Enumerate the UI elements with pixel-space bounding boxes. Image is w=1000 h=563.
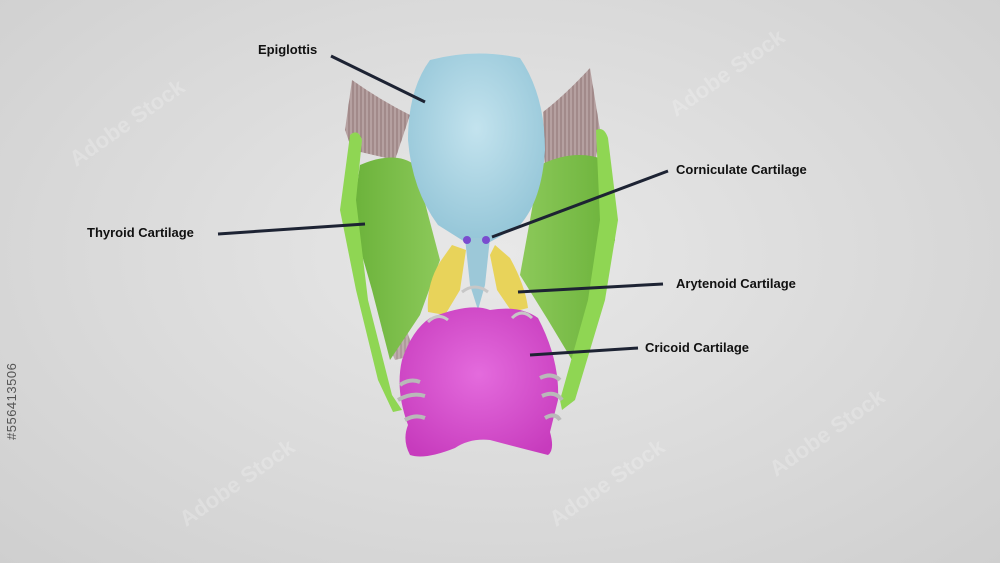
leader-line-arytenoid xyxy=(517,282,664,294)
arytenoid-right xyxy=(490,245,528,312)
right-thyrohyoid-membrane xyxy=(543,68,600,170)
label-cricoid-cartilage: Cricoid Cartilage xyxy=(645,340,750,355)
epiglottis-stalk xyxy=(465,238,490,310)
label-epiglottis: Epiglottis xyxy=(258,42,318,57)
cricothyroid-ligament-left xyxy=(397,378,426,422)
label-arytenoid-cartilage: Arytenoid Cartilage xyxy=(676,276,796,291)
corniculate-left xyxy=(463,236,471,244)
arytenoid-left xyxy=(427,245,466,315)
thyroid-right-horn xyxy=(560,129,618,410)
corniculate-right xyxy=(482,236,490,244)
leader-line-corniculate xyxy=(491,169,669,239)
cricoid-shape xyxy=(399,307,559,457)
label-thyroid-cartilage: Thyroid Cartilage xyxy=(87,225,194,240)
cricoarytenoid-joints xyxy=(426,285,534,324)
stock-image-id: #556413506 xyxy=(4,362,19,440)
leader-line-cricoid xyxy=(529,346,639,357)
thyroid-left-horn xyxy=(340,132,402,412)
cricothyroid-ligament-right xyxy=(539,373,564,422)
epiglottis-shape xyxy=(408,53,545,242)
leader-line-epiglottis xyxy=(330,54,426,104)
label-corniculate-cartilage: Corniculate Cartilage xyxy=(676,162,807,177)
leader-line-thyroid xyxy=(217,222,366,236)
thyroid-left-lamina xyxy=(352,157,440,360)
